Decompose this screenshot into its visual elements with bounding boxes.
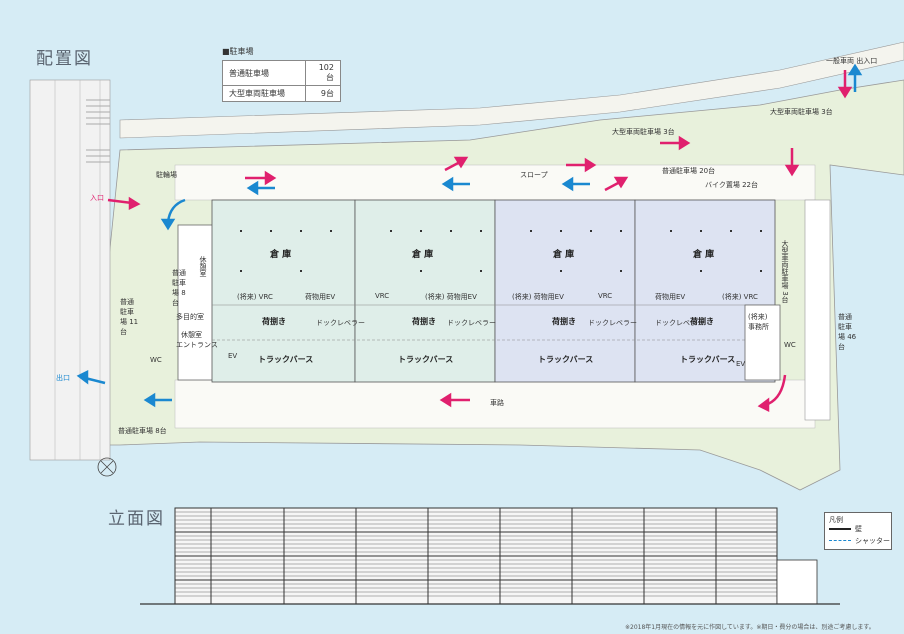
label-large-parking-3a: 大型車両駐車場 3台 [770,108,833,116]
legend-wall-label: 壁 [855,525,862,533]
label-truck-4: トラックバース [680,355,736,364]
parking-row: 大型車両駐車場 9台 [222,85,341,102]
label-lounge: 休憩室 [199,256,207,277]
label-future-vrc-4: (将来) VRC [722,293,758,301]
label-wc-left: WC [150,356,162,364]
label-vrc-3: VRC [598,292,613,300]
label-warehouse-2: 倉 庫 [412,250,434,260]
site-plan-title: 配置図 [36,49,93,69]
right-parking [804,199,831,421]
label-loading-4: 荷捌き [690,317,714,326]
label-loading-3: 荷捌き [552,317,576,326]
right-office [744,304,781,381]
parking-label: 普通駐車場 [222,60,306,86]
label-freight-ev-1: 荷物用EV [305,293,336,301]
column-grid [240,230,762,272]
legend-wall-swatch [829,528,851,530]
label-road: 車路 [490,399,504,407]
warehouse-block-2 [354,199,496,383]
label-truck-3: トラックバース [538,355,594,364]
label-wc-right: WC [784,341,796,349]
elevation-floors [175,531,777,581]
crosswalk [86,99,110,163]
elevation-louvers [175,511,777,597]
parking-value: 102台 [305,60,341,86]
north-arrow [97,457,117,477]
elevation-annex [776,559,818,605]
label-normal-parking-8-bottom: 普通駐車場 8台 [118,427,167,435]
parking-label: 大型車両駐車場 [222,85,306,102]
label-general-entry: 一般車両 出入口 [826,57,878,65]
legend-title: 凡例 [829,516,843,524]
coast-strip [119,41,904,139]
label-future-vrc-1: (将来) VRC [237,293,273,301]
label-multipurpose: 多目的室 [176,313,204,321]
parking-table: 普通駐車場 102台 大型車両駐車場 9台 [222,60,341,102]
label-break-room: 休憩室 [181,331,202,339]
road-area [174,379,816,429]
label-normal-parking-20: 普通駐車場 20台 [662,167,716,175]
label-normal-parking-46: 普通 駐車場 46台 [838,313,857,351]
parking-summary: ■駐車場 普通駐車場 102台 大型車両駐車場 9台 [222,46,341,102]
legend: 凡例 壁 シャッター [824,512,892,550]
label-normal-parking-11: 普通 駐車場 11台 [120,298,139,336]
label-freight-ev-4: 荷物用EV [655,293,686,301]
highway [29,79,111,461]
label-dock-2: ドックレベラー [447,319,496,327]
label-loading-1: 荷捌き [262,317,286,326]
elevation-columns [210,508,717,604]
label-vrc-2: VRC [375,292,390,300]
label-dock-3: ドックレベラー [588,319,637,327]
label-warehouse-3: 倉 庫 [553,250,575,260]
label-future-freight-ev-2: (将来) 荷物用EV [512,293,564,301]
label-warehouse-1: 倉 庫 [270,250,292,260]
label-exit-out: 出口 [56,374,70,382]
label-entrance-hall: エントランス [176,341,218,349]
label-future-office: (将来) 事務所 [748,313,769,331]
parking-value: 9台 [305,85,341,102]
driveway [174,164,816,201]
label-slope: スロープ [520,171,548,179]
exit-arrows [76,63,863,408]
label-ev-left: EV [228,352,238,360]
label-large-parking-vertical: 大型車両駐車場 3台 [781,240,789,303]
label-ev-right: EV [736,360,746,368]
label-future-freight-ev: (将来) 荷物用EV [425,293,477,301]
label-bike-parking: バイク置場 22台 [705,181,758,189]
warehouse-block-3 [494,199,636,383]
label-dock-1: ドックレベラー [316,319,365,327]
legend-shutter-label: シャッター [855,537,890,545]
footnote: ※2018年1月現在の情報を元に作図しています。※期日・費分の場合は、別途ご考慮… [625,624,875,631]
label-truck-1: トラックバース [258,355,314,364]
label-bicycle: 駐輪場 [156,171,177,179]
elevation-title: 立面図 [108,509,165,529]
parking-header: ■駐車場 [222,47,254,56]
label-warehouse-4: 倉 庫 [693,250,715,260]
label-large-parking-3b: 大型車両駐車場 3台 [612,128,675,136]
label-entrance-in: 入口 [90,194,104,202]
label-truck-2: トラックバース [398,355,454,364]
parking-row: 普通駐車場 102台 [222,60,341,86]
entry-arrows [107,70,853,413]
label-loading-2: 荷捌き [412,317,436,326]
label-dock-4: ドックレベラー [655,319,704,327]
legend-shutter-swatch [829,540,851,541]
label-normal-parking-8-top: 普通 駐車場 8台 [172,269,186,307]
